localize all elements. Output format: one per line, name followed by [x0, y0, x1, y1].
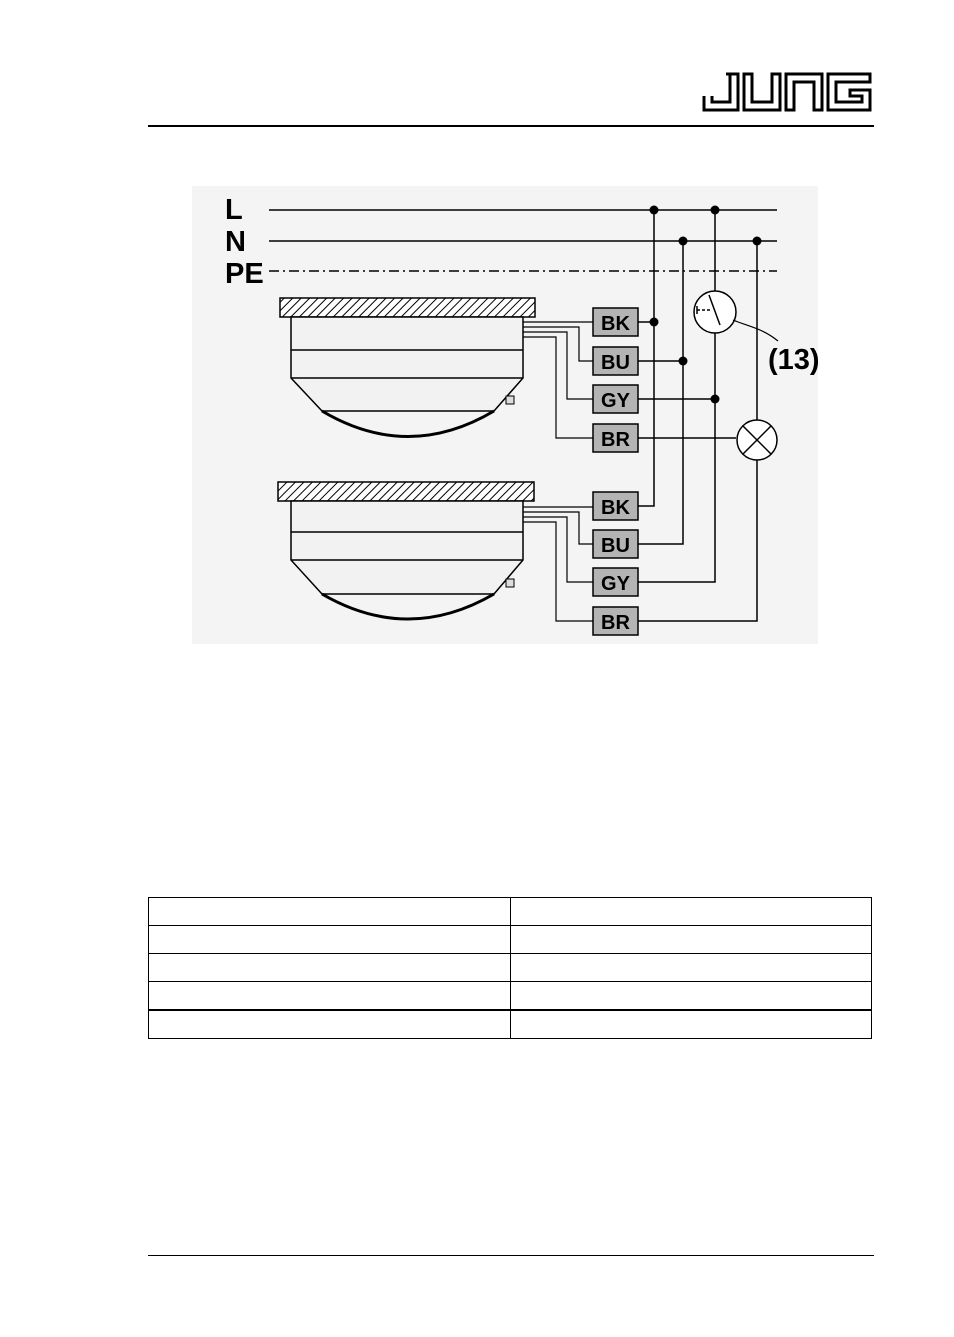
table-cell	[509, 1009, 872, 1039]
terminal-bu-2	[592, 529, 639, 559]
wiring-diagram: L N PE BK BU	[192, 186, 818, 644]
label-pe: PE	[225, 258, 264, 290]
detector-1	[279, 297, 536, 438]
table-cell	[509, 981, 872, 1011]
table-row	[148, 925, 872, 954]
label-n: N	[225, 226, 246, 258]
terminal-bk-2-label: BK	[601, 497, 630, 519]
terminal-gy-2-label: GY	[601, 573, 631, 595]
terminals-detector-1: BK BU GY BR	[592, 307, 639, 453]
lamp-icon	[736, 419, 778, 461]
terminals-detector-2: BK BU GY BR	[592, 491, 639, 636]
label-l: L	[225, 194, 243, 226]
table-row	[148, 1009, 872, 1039]
table-cell	[509, 953, 872, 982]
terminal-bk-1	[592, 307, 639, 337]
table-cell	[148, 953, 511, 982]
footer-rule	[148, 1255, 874, 1256]
terminal-br-1	[592, 423, 639, 453]
terminal-gy-1-label: GY	[601, 390, 631, 412]
table-row	[148, 897, 872, 926]
header-rule	[148, 125, 874, 127]
table-row	[148, 981, 872, 1011]
table-cell	[148, 1009, 511, 1039]
terminal-bu-2-label: BU	[601, 535, 630, 557]
table-row	[148, 953, 872, 982]
terminal-gy-1	[592, 384, 639, 414]
table-cell	[509, 925, 872, 954]
callout-13: (13)	[768, 344, 818, 376]
detector-2	[277, 481, 535, 621]
table-cell	[148, 925, 511, 954]
terminal-br-2-label: BR	[601, 612, 630, 634]
terminal-bk-1-label: BK	[601, 313, 630, 335]
terminal-bk-2	[592, 491, 639, 521]
terminal-br-1-label: BR	[601, 429, 630, 451]
pushbutton-icon	[693, 290, 737, 334]
jung-logo	[702, 72, 872, 112]
table-cell	[509, 897, 872, 926]
table-cell	[148, 981, 511, 1011]
table-cell	[148, 897, 511, 926]
data-table	[148, 897, 872, 1039]
terminal-bu-1-label: BU	[601, 352, 630, 374]
